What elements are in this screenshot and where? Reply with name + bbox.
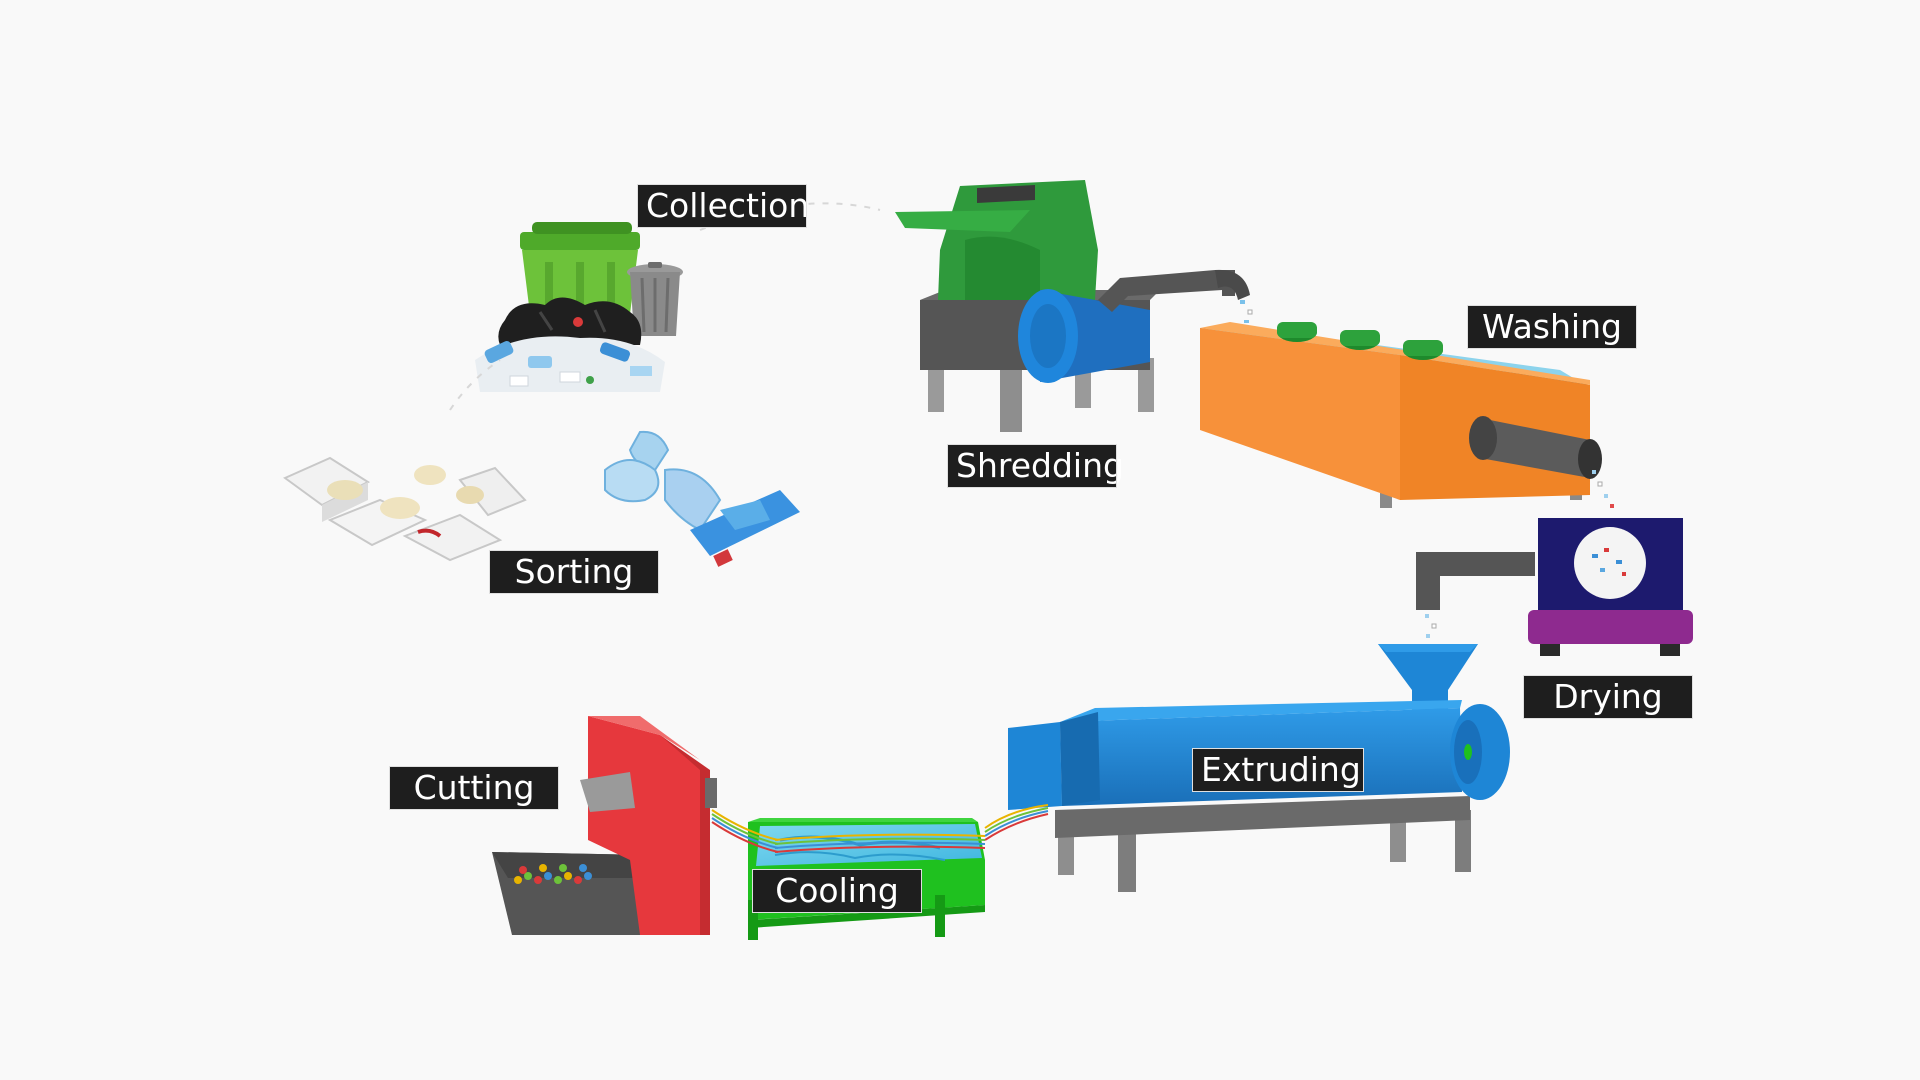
paddle-wheel-icon xyxy=(1340,330,1380,350)
stage-label-shredding: Shredding xyxy=(947,444,1124,488)
foam-containers-icon xyxy=(283,456,527,562)
sorting-illustration xyxy=(283,430,800,567)
paddle-wheel-icon xyxy=(1403,340,1443,360)
garbage-bags-icon xyxy=(498,297,642,345)
pellets-icon xyxy=(514,864,592,884)
stage-label-collection: Collection xyxy=(637,184,809,228)
collection-illustration xyxy=(475,222,683,392)
stage-label-cooling: Cooling xyxy=(752,869,922,913)
plastic-bottles-bags-icon xyxy=(604,430,800,567)
stage-label-washing: Washing xyxy=(1467,305,1637,349)
washing-tank-illustration xyxy=(1200,322,1614,508)
shredder-machine-illustration xyxy=(895,180,1267,432)
cutter-machine-illustration xyxy=(492,716,717,935)
stage-label-extruding: Extruding xyxy=(1192,748,1364,792)
stage-label-drying: Drying xyxy=(1523,675,1693,719)
litter-pile-icon xyxy=(475,336,665,392)
metal-trash-can-icon xyxy=(627,262,683,336)
paddle-wheel-icon xyxy=(1277,322,1317,342)
stage-label-cutting: Cutting xyxy=(389,766,559,810)
dryer-machine-illustration xyxy=(1416,518,1693,656)
stage-label-sorting: Sorting xyxy=(489,550,659,594)
